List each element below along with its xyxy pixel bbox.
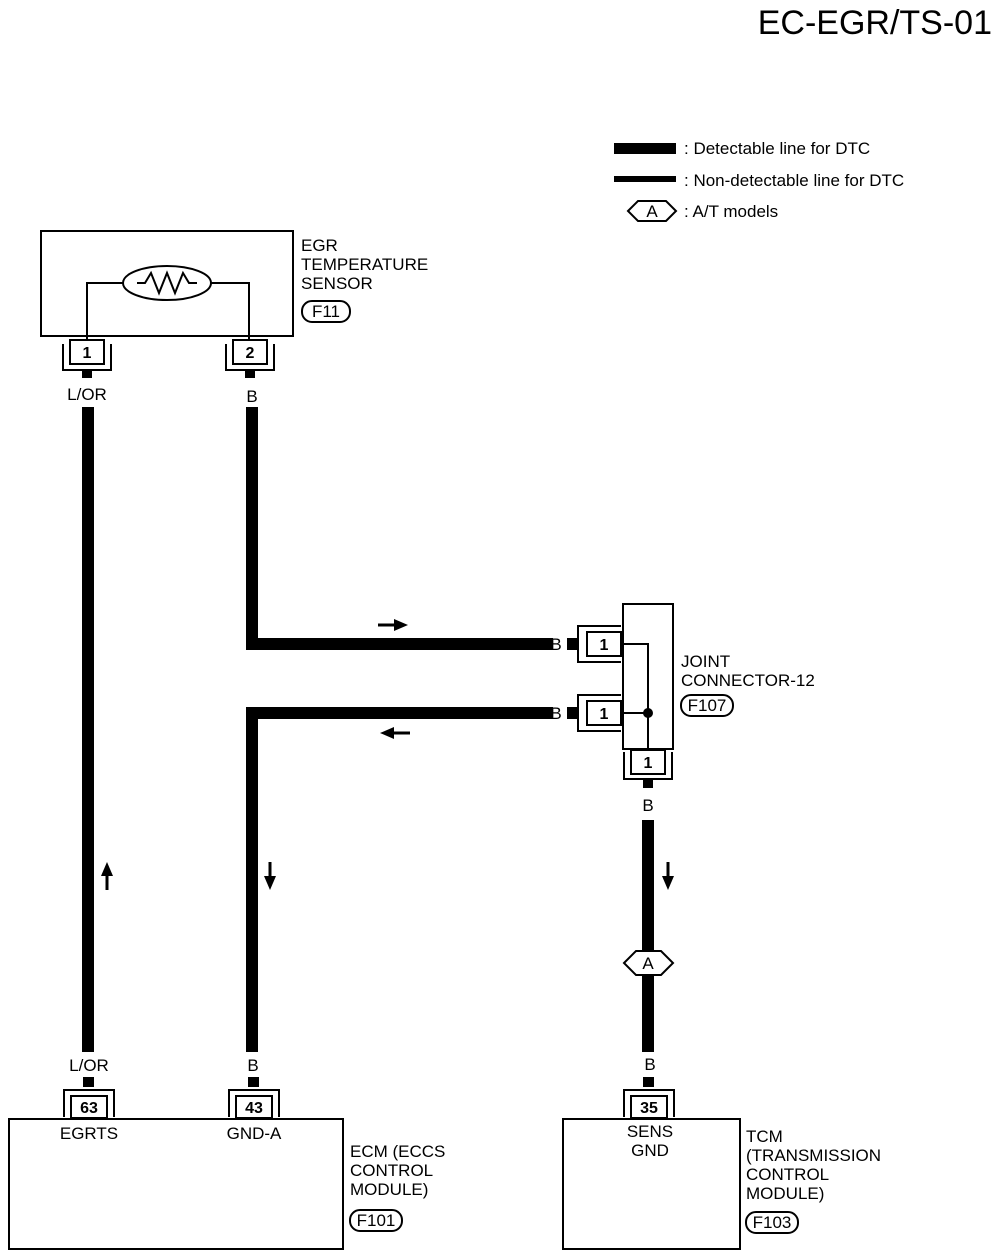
ecm-connector-badge	[349, 1209, 403, 1232]
sensor-connector-badge	[301, 300, 351, 323]
sensor-name-line-2: TEMPERATURE	[301, 255, 428, 274]
wire-b-joint-to-ecm	[246, 707, 553, 1052]
tcm-pin-35-bracket	[623, 1089, 675, 1117]
ecm-body	[8, 1118, 344, 1250]
sensor-name-line-3: SENSOR	[301, 274, 373, 293]
joint-pin-top-box	[586, 631, 622, 657]
tcm-pin-35-stub	[643, 1077, 654, 1087]
tcm-name-line-4: MODULE)	[746, 1184, 824, 1203]
sensor-pin-1-stub	[82, 370, 92, 378]
arrow-up-icon	[101, 862, 113, 890]
option-marker-symbol: A	[642, 954, 654, 973]
ecm-connector-id: F101	[357, 1211, 396, 1230]
ecm-name-line-1: ECM (ECCS	[350, 1142, 445, 1161]
arrow-left-icon	[380, 727, 410, 739]
wire-color-ecm-right: B	[247, 1056, 258, 1075]
joint-connector: 1 B 1 B 1 B JOINT CONNECTOR-12 F107	[550, 603, 815, 815]
tcm-connector-id: F103	[753, 1213, 792, 1232]
joint-internal-wiring	[621, 643, 649, 752]
tcm-body	[562, 1118, 741, 1250]
resistor-zigzag-icon	[137, 270, 197, 296]
legend-thin-line	[614, 176, 676, 182]
tcm-terminal-line-2: GND	[631, 1141, 669, 1160]
thermistor-symbol	[122, 265, 212, 301]
ecm-pin-63-stub	[83, 1077, 94, 1087]
sensor-pin-1-box	[69, 339, 105, 365]
ecm-name-line-3: MODULE)	[350, 1180, 428, 1199]
joint-name-line-1: JOINT	[681, 652, 730, 671]
legend-option-text: : A/T models	[684, 202, 778, 221]
legend-thick-line	[614, 143, 676, 154]
tcm-terminal-line-1: SENS	[627, 1122, 673, 1141]
joint-pin-mid-stub	[567, 707, 578, 719]
legend-option-hexagon	[626, 200, 678, 222]
ecm-pin-43-stub	[248, 1077, 259, 1087]
ecm-name-line-2: CONTROL	[350, 1161, 433, 1180]
wire-color-jc-in1: B	[550, 635, 561, 654]
splice-point-icon	[643, 708, 653, 718]
legend: : Detectable line for DTC : Non-detectab…	[614, 139, 904, 222]
sensor-internal-wiring	[86, 282, 123, 340]
ecm-module: 63 43 EGRTS GND-A ECM (ECCS CONTROL MODU…	[8, 1077, 445, 1250]
sensor-pin-2-stub	[245, 370, 255, 378]
page-code: EC-EGR/TS-01	[758, 4, 992, 42]
tcm-name-line-3: CONTROL	[746, 1165, 829, 1184]
arrow-right-icon	[378, 619, 408, 631]
tcm-connector-badge	[745, 1211, 799, 1234]
tcm-name-line-1: TCM	[746, 1127, 783, 1146]
joint-connector-badge	[680, 694, 734, 717]
joint-pin-mid-bracket	[577, 694, 621, 732]
wire-color-jc-out: B	[642, 796, 653, 815]
egr-temperature-sensor: EGR TEMPERATURE SENSOR F11 1 2	[40, 230, 428, 378]
wire-b-sensor-to-joint	[246, 407, 553, 650]
legend-detectable-text: : Detectable line for DTC	[684, 139, 870, 158]
wire-color-tcm-in: B	[644, 1055, 655, 1074]
joint-name-line-2: CONNECTOR-12	[681, 671, 815, 690]
joint-pin-bottom-stub	[643, 779, 653, 788]
legend-non-detectable-text: : Non-detectable line for DTC	[684, 171, 904, 190]
wire-color-left-top: L/OR	[67, 385, 107, 404]
ecm-terminal-egrts: EGRTS	[60, 1124, 118, 1143]
joint-connector-id: F107	[688, 696, 727, 715]
sensor-connector-id: F11	[312, 302, 340, 321]
option-marker-hexagon	[622, 950, 675, 976]
joint-pin-mid: 1	[600, 706, 609, 723]
flow-arrows	[101, 619, 674, 890]
legend-option-symbol: A	[646, 202, 658, 221]
tcm-module: 35 SENS GND TCM (TRANSMISSION CONTROL MO…	[562, 1077, 881, 1250]
arrow-down-icon-tcm	[662, 862, 674, 890]
sensor-pin-1: 1	[83, 345, 92, 362]
joint-pin-bottom: 1	[644, 755, 653, 772]
joint-pin-top-bracket	[577, 625, 621, 663]
wire-color-ecm-left: L/OR	[69, 1056, 109, 1075]
joint-pin-top-stub	[567, 638, 578, 650]
arrow-down-icon	[264, 862, 276, 890]
joint-pin-bottom-box	[630, 749, 666, 775]
ecm-terminal-gnd-a: GND-A	[227, 1124, 282, 1143]
joint-pin-top: 1	[600, 637, 609, 654]
wire-color-right-top: B	[246, 387, 257, 406]
wire-color-jc-in2: B	[550, 704, 561, 723]
sensor-internal-wiring-2	[211, 282, 250, 340]
ecm-pin-63-bracket	[63, 1089, 115, 1117]
ecm-pin-43: 43	[245, 1100, 263, 1117]
tcm-pin-35: 35	[640, 1100, 658, 1117]
ecm-pin-63: 63	[80, 1100, 98, 1117]
sensor-body	[40, 230, 294, 337]
sensor-pin-2-box	[232, 339, 268, 365]
sensor-pin-2: 2	[246, 345, 255, 362]
sensor-name-line-1: EGR	[301, 236, 338, 255]
detectable-wires	[82, 407, 654, 1052]
joint-pin-mid-box	[586, 700, 622, 726]
ecm-pin-43-bracket	[228, 1089, 280, 1117]
tcm-name-line-2: (TRANSMISSION	[746, 1146, 881, 1165]
